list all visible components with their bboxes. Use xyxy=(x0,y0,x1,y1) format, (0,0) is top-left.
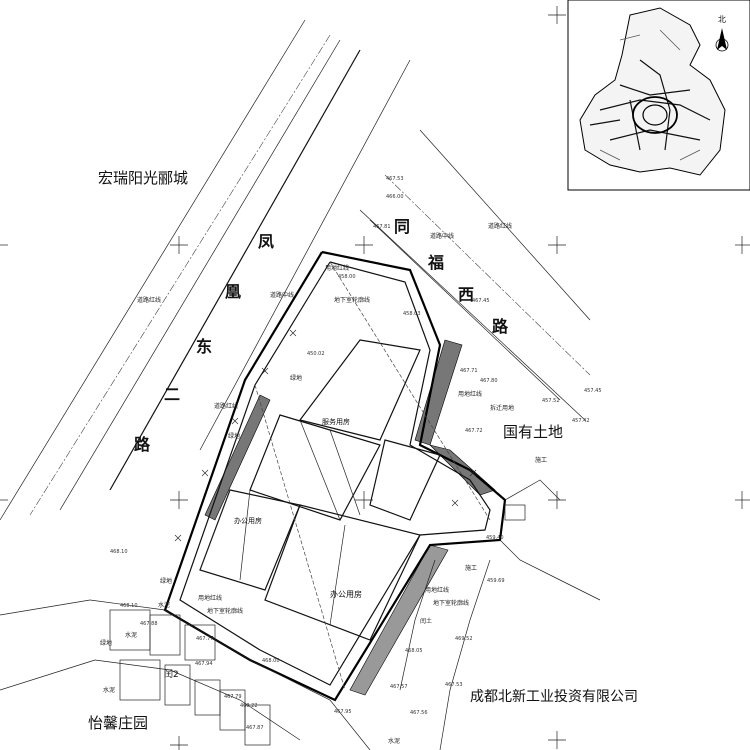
land-red-line-label: 用地红线 xyxy=(325,264,349,272)
elevation-label: 467.56 xyxy=(410,710,428,716)
land-red-line-label-3: 用地红线 xyxy=(198,594,222,602)
road-char: 凰 xyxy=(225,282,241,301)
demolish-label: 拆迁用地 xyxy=(490,404,514,412)
hongrui-label: 宏瑞阳光郦城 xyxy=(98,169,188,187)
elevation-label: 467.57 xyxy=(390,684,408,690)
elevation-label: 459.40 xyxy=(486,535,504,541)
elevation-label: 467.79 xyxy=(224,694,242,700)
elevation-label: 468.10 xyxy=(110,549,128,555)
elevation-label: 457.52 xyxy=(542,398,560,404)
grid-crosshairs xyxy=(0,6,750,750)
elevation-label: 467.87 xyxy=(246,725,264,731)
elevation-label: 467.81 xyxy=(373,224,391,230)
greenland-label: 绿地 xyxy=(290,374,302,382)
line-annotations: 道路红线 道路中线 用地红线 地下室轮廓线 道路中线 道路红线 道路红线 用地红… xyxy=(100,222,547,745)
elevation-label: 458.00 xyxy=(338,274,356,280)
elevation-label: 468.10 xyxy=(120,603,138,609)
road-red-line-label-2: 道路红线 xyxy=(488,222,512,230)
office-building-label: 办公用房 xyxy=(234,516,262,525)
elevation-label: 457.45 xyxy=(584,388,602,394)
shuini-label: 水泥 xyxy=(158,601,170,609)
buildings xyxy=(199,261,491,691)
tongfu-road-lines xyxy=(359,129,591,421)
fenghuang-road-lines xyxy=(0,19,411,521)
greenland-label-4: 绿地 xyxy=(100,639,112,647)
underground-label-3: 地下室轮廓线 xyxy=(433,599,469,607)
shuini-label-4: 水泥 xyxy=(388,737,400,745)
road-red-line-label: 道路红线 xyxy=(137,296,161,304)
building-labels: 服务用房 办公用房 办公用房 xyxy=(234,417,362,599)
shuini-label-2: 水泥 xyxy=(125,631,137,639)
service-building-label: 服务用房 xyxy=(322,417,350,426)
elevation-label: 468.05 xyxy=(405,648,423,654)
elevation-label: 450.02 xyxy=(307,351,325,357)
road-red-line-label-3: 道路红线 xyxy=(214,402,238,410)
road-char: 二 xyxy=(164,385,180,404)
wall-label: 闰土 xyxy=(420,617,432,625)
fenghuang-road-name: 凤 凰 东 二 路 xyxy=(134,232,274,454)
guoyou-label: 国有土地 xyxy=(503,423,563,441)
elevation-label: 469.52 xyxy=(455,636,473,642)
land-red-line-label-4: 用地红线 xyxy=(425,586,449,594)
elevation-label: 467.53 xyxy=(386,176,404,182)
survey-ticks xyxy=(174,329,477,542)
road-char: 西 xyxy=(458,285,474,304)
tongfu-road-name: 同 福 西 路 xyxy=(394,217,509,336)
elevation-label: 467.88 xyxy=(140,621,158,627)
shuini-label-3: 水泥 xyxy=(103,686,115,694)
inset-map: 北 xyxy=(567,0,750,191)
elevation-label: 468.00 xyxy=(262,658,280,664)
road-center-label-2: 道路中线 xyxy=(430,232,454,240)
place-names: 宏瑞阳光郦城 国有土地 怡馨庄园 成都北新工业投资有限公司 xyxy=(88,169,638,732)
road-char: 路 xyxy=(492,317,509,336)
land-red-line-label-2: 用地红线 xyxy=(458,390,482,398)
road-char: 东 xyxy=(196,337,212,356)
elevation-label: 467.80 xyxy=(480,378,498,384)
elevation-label: 459.69 xyxy=(487,578,505,584)
office-building-label-2: 办公用房 xyxy=(330,589,362,599)
hatched-strips xyxy=(204,339,496,696)
site-boundary xyxy=(163,250,507,702)
chengdu-company-label: 成都北新工业投资有限公司 xyxy=(470,689,638,705)
elevation-label: 467.95 xyxy=(334,709,352,715)
road-char: 路 xyxy=(134,435,151,454)
underground-label-2: 地下室轮廓线 xyxy=(207,607,243,615)
elevation-label: 467.45 xyxy=(472,298,490,304)
greenland-label-2: 绿地 xyxy=(228,432,240,440)
elevation-label: 458.03 xyxy=(403,311,421,317)
elevation-label: 467.72 xyxy=(465,428,483,434)
elevation-label: 467.94 xyxy=(195,661,213,667)
road-char: 凤 xyxy=(258,232,274,251)
res2-label: 闰2 xyxy=(164,668,179,680)
north-label: 北 xyxy=(718,15,726,24)
elevation-label: 468.22 xyxy=(240,703,258,709)
greenland-label-3: 绿地 xyxy=(160,577,172,585)
yixin-label: 怡馨庄园 xyxy=(88,714,148,732)
road-center-label: 道路中线 xyxy=(270,291,294,299)
road-char: 同 xyxy=(394,217,410,236)
neighbor-plots xyxy=(0,599,371,750)
elevation-points: 467.53 466.00 467.81 458.00 458.03 450.0… xyxy=(110,176,602,731)
elevation-label: 467.77 xyxy=(196,636,214,642)
elevation-label: 467.71 xyxy=(460,368,478,374)
underground-label: 地下室轮廓线 xyxy=(334,296,370,304)
right-plots xyxy=(399,479,601,750)
elevation-label: 466.00 xyxy=(386,194,404,200)
elevation-label: 467.53 xyxy=(445,682,463,688)
construction-label: 施工 xyxy=(535,456,547,464)
elevation-label: 457.42 xyxy=(572,418,590,424)
road-char: 福 xyxy=(427,253,444,272)
construction-label-2: 施工 xyxy=(465,564,477,572)
